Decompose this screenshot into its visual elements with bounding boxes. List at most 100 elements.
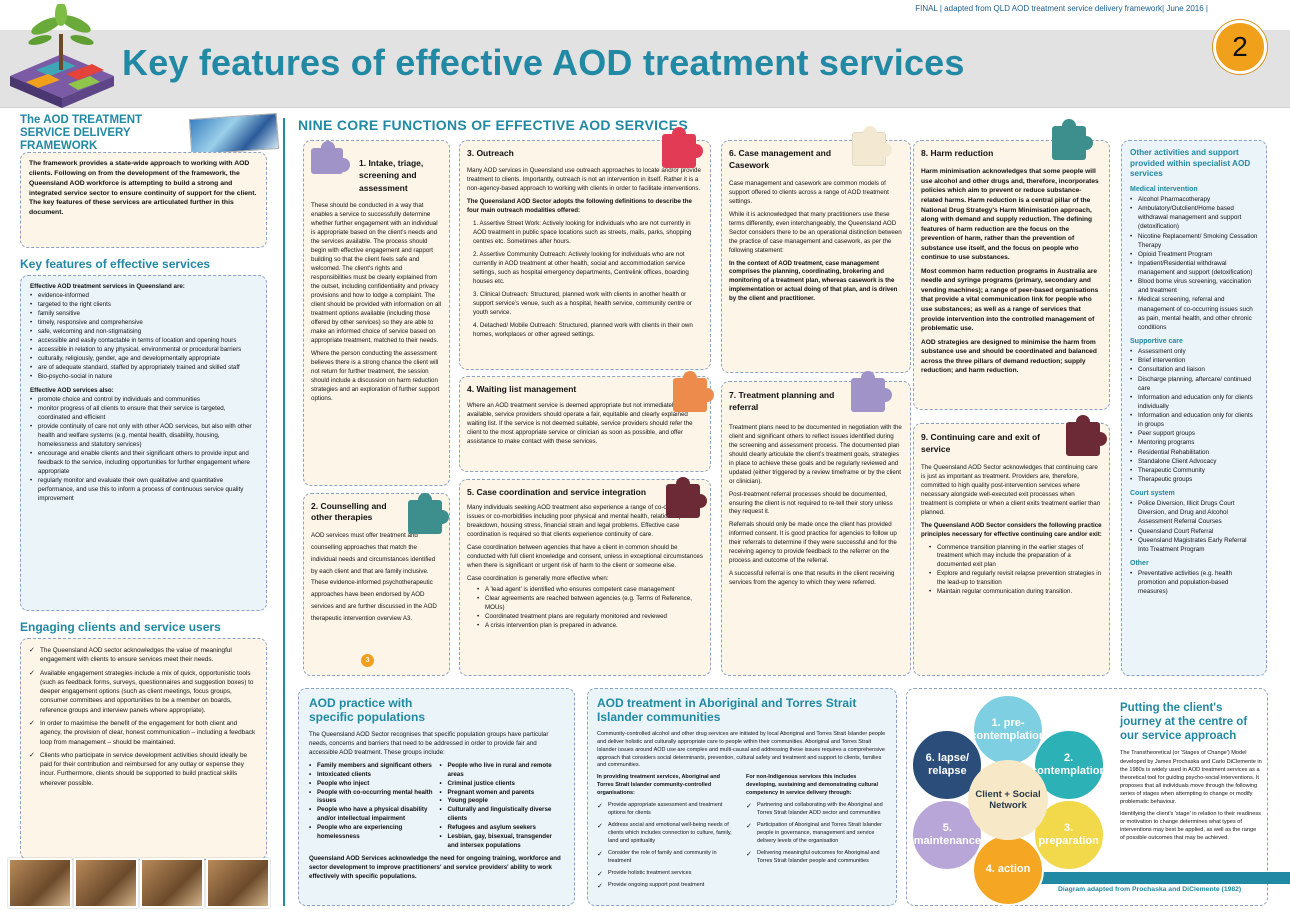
list-item: Lesbian, gay, bisexual, transgender and …: [440, 833, 565, 851]
function-9-text-2: The Queensland AOD Sector considers the …: [921, 521, 1102, 538]
key-features-heading: Key features of effective services: [20, 257, 211, 271]
list-item: Participation of Aboriginal and Torres S…: [746, 822, 887, 846]
list-item: In order to maximise the benefit of the …: [29, 719, 258, 747]
list-item: Peer support groups: [1130, 429, 1258, 438]
framework-box: The framework provides a state-wide appr…: [20, 152, 267, 248]
function-9-card: 9. Continuing care and exit of service T…: [913, 423, 1110, 676]
group-photo: [140, 858, 204, 908]
list-item: Assessment only: [1130, 347, 1258, 356]
teal-stripe: [1040, 872, 1290, 884]
function-1-title: 1. Intake, triage, screening and assessm…: [359, 158, 424, 193]
list-item: 2. Assertive Community Outreach: Activel…: [473, 251, 689, 286]
page-title: Key features of effective AOD treatment …: [122, 42, 965, 83]
list-item: provide continuity of care not only with…: [30, 423, 257, 450]
key-features-list-2: promote choice and control by individual…: [30, 396, 257, 504]
list-item: Preventative activities (e.g. health pro…: [1130, 569, 1258, 596]
overview-ref-badge: 3: [361, 654, 374, 667]
list-item: Clients who participate in service devel…: [29, 751, 258, 788]
list-item: are of adequate standard, staffed by app…: [30, 364, 257, 373]
key-features-intro: Effective AOD treatment services in Quee…: [30, 283, 185, 290]
top-credit-line: FINAL | adapted from QLD AOD treatment s…: [915, 4, 1208, 13]
list-item: Consider the role of family and communit…: [597, 850, 738, 866]
function-7-text-3: Referrals should only be made once the c…: [729, 521, 897, 565]
function-8-text-3: AOD strategies are designed to minimise …: [921, 338, 1097, 375]
group-photo: [74, 858, 138, 908]
function-8-text-2: Most common harm reduction programs in A…: [921, 267, 1099, 333]
atsi-intro: Community-controlled alcohol and other d…: [597, 730, 886, 769]
atsi-right-title: For non-Indigenous services this include…: [746, 774, 879, 797]
puzzle-piece-icon: [1052, 119, 1093, 160]
function-4-card: 4. Waiting list management Where an AOD …: [459, 376, 711, 472]
list-item: Coordinated treatment plans are regularl…: [477, 613, 703, 622]
function-8-title: 8. Harm reduction: [921, 148, 994, 158]
list-item: People who inject: [309, 780, 434, 789]
list-item: Explore and regularly revisit relapse pr…: [929, 570, 1102, 588]
list-item: Clear agreements are reached between age…: [477, 595, 703, 613]
list-item: Culturally and linguistically diverse cl…: [440, 806, 565, 824]
list-item: People who are experiencing homelessness: [309, 824, 434, 842]
function-3-card: 3. Outreach Many AOD services in Queensl…: [459, 140, 711, 370]
function-1-text-2: Where the person conducting the assessme…: [311, 349, 440, 402]
list-item: accessible in relation to any physical, …: [30, 346, 257, 355]
stage-circle: 4. action: [972, 834, 1044, 906]
list-item: safe, welcoming and non-stigmatising: [30, 328, 257, 337]
function-8-card: 8. Harm reduction Harm minimisation ackn…: [913, 140, 1110, 410]
function-6-text: Case management and casework are common …: [729, 179, 889, 205]
function-7-text-4: A successful referral is one that result…: [729, 570, 895, 587]
other-group-list: Assessment onlyBrief interventionConsult…: [1130, 347, 1258, 484]
function-4-title: 4. Waiting list management: [467, 384, 577, 394]
list-item: timely, responsive and comprehensive: [30, 319, 257, 328]
other-group-list: Alcohol PharmacotherapyAmbulatory/Outcli…: [1130, 195, 1258, 332]
puzzle-piece-icon: [666, 477, 707, 518]
client-center-circle: Client + Social Network: [968, 760, 1048, 840]
page-number-badge: 2: [1213, 20, 1267, 74]
function-9-title: 9. Continuing care and exit of service: [921, 432, 1041, 455]
function-5-text-3: Case coordination is generally more effe…: [467, 575, 609, 583]
function-1-card: 1. Intake, triage, screening and assessm…: [303, 140, 450, 486]
list-item: Maintain regular communication during tr…: [929, 588, 1102, 597]
populations-list-2: People who live in rural and remote area…: [440, 762, 565, 852]
journey-text-1: The Transtheoretical (or 'Stages of Chan…: [1120, 750, 1262, 806]
populations-box: AOD practice with specific populations T…: [298, 688, 575, 906]
list-item: Consultation and liaison: [1130, 365, 1258, 374]
list-item: Partnering and collaborating with the Ab…: [746, 802, 887, 818]
populations-intro: The Queensland AOD Sector recognises tha…: [309, 730, 549, 756]
list-item: Ambulatory/Outclient/Home based withdraw…: [1130, 204, 1258, 231]
populations-list-1: Family members and significant othersInt…: [309, 762, 434, 852]
list-item: Young people: [440, 797, 565, 806]
function-6-text-3: In the context of AOD treatment, case ma…: [729, 259, 898, 303]
list-item: 1. Assertive Street Work: Actively looki…: [473, 220, 692, 246]
list-item: Medical screening, referral and manageme…: [1130, 295, 1258, 332]
framework-document-thumbnail: [188, 112, 280, 156]
list-item: Standalone Client Advocacy: [1130, 457, 1258, 466]
list-item: culturally, religiously, gender, age and…: [30, 355, 257, 364]
list-item: targeted to the right clients: [30, 301, 257, 310]
function-3-text: Many AOD services in Queensland use outr…: [467, 167, 701, 193]
diagram-caption: Diagram adapted from Prochaska and DiCle…: [1058, 886, 1242, 893]
list-item: Mentoring programs: [1130, 438, 1258, 447]
function-7-card: 7. Treatment planning and referral Treat…: [721, 381, 911, 676]
list-item: Provide appropriate assessment and treat…: [597, 802, 738, 818]
puzzle-piece-icon: [662, 127, 703, 168]
key-features-box: Effective AOD treatment services in Quee…: [20, 275, 267, 611]
other-activities-box: Other activities and support provided wi…: [1121, 140, 1267, 676]
other-activities-heading: Other activities and support provided wi…: [1130, 148, 1251, 179]
list-item: Bio-psycho-social in nature: [30, 373, 257, 382]
group-photo: [206, 858, 270, 908]
list-item: Inpatient/Residential withdrawal managem…: [1130, 259, 1258, 277]
logo-plant-puzzle-icon: [10, 4, 114, 108]
continuing-care-list: Commence transition planning in the earl…: [921, 544, 1102, 598]
key-features-list: evidence-informedtargeted to the right c…: [30, 292, 257, 382]
list-item: Nicotine Replacement/ Smoking Cessation …: [1130, 232, 1258, 250]
puzzle-piece-icon: [311, 141, 350, 174]
list-item: Blood borne virus screening, vaccination…: [1130, 277, 1258, 295]
photo-strip: [8, 858, 270, 908]
atsi-left-title: In providing treatment services, Aborigi…: [597, 774, 720, 797]
function-2-text: AOD services must offer treatment and co…: [311, 532, 437, 622]
other-group-list: Preventative activities (e.g. health pro…: [1130, 569, 1258, 596]
list-item: Criminal justice clients: [440, 780, 565, 789]
puzzle-piece-icon: [408, 493, 449, 534]
journey-heading: Putting the client's journey at the cent…: [1120, 702, 1248, 742]
list-item: encourage and enable clients and their s…: [30, 450, 257, 477]
list-item: Queensland Court Referral: [1130, 527, 1258, 536]
